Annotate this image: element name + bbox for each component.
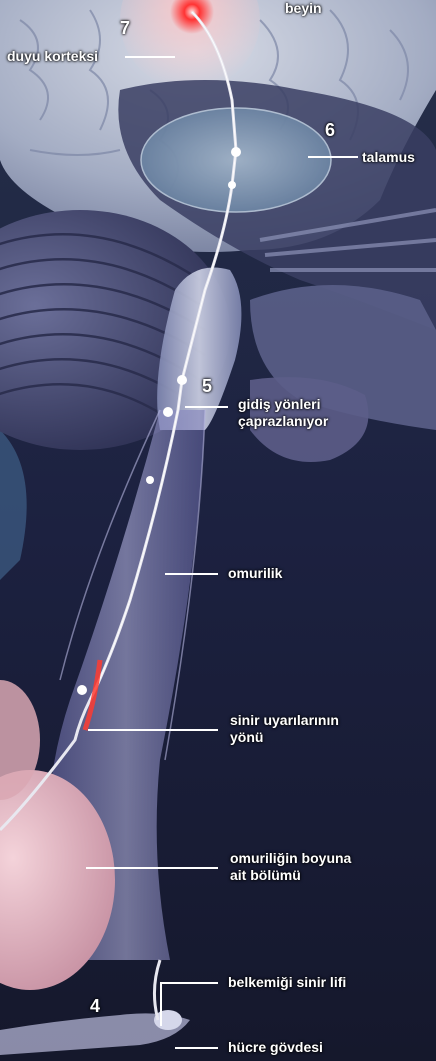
label-hucre-govdesi: hücre gövdesi: [228, 1039, 323, 1056]
step-number-5: 5: [202, 376, 212, 397]
label-boyun-line-1: omuriliğin boyuna: [230, 850, 420, 867]
leader-sinir-uyarilari: [88, 729, 218, 731]
step-number-7: 7: [120, 18, 130, 39]
label-sinir-line-1: sinir uyarılarının: [230, 712, 410, 729]
label-sinir-line-2: yönü: [230, 729, 410, 746]
label-sinir-uyarilari: sinir uyarılarının yönü: [230, 712, 410, 746]
synapse-node: [77, 685, 87, 695]
label-omurilik: omurilik: [228, 565, 282, 582]
label-belkemigi-sinir-lifi: belkemiği sinir lifi: [228, 974, 346, 991]
leader-gidis-yonleri: [185, 406, 228, 408]
cell-body: [154, 1010, 182, 1030]
label-beyin: beyin: [285, 0, 322, 17]
label-boyun-line-2: ait bölümü: [230, 867, 420, 884]
leader-omurilik-boyun: [86, 867, 218, 869]
label-talamus: talamus: [362, 149, 415, 166]
label-duyu-korteksi: duyu korteksi: [7, 48, 98, 65]
leader-belkemigi: [160, 982, 218, 984]
leader-omurilik: [165, 573, 218, 575]
leader-duyu-korteksi: [125, 56, 175, 58]
label-gidis-yonleri: gidiş yönleri çaprazlanıyor: [238, 396, 398, 430]
synapse-node: [163, 407, 173, 417]
leader-hucre-govdesi: [175, 1047, 218, 1049]
synapse-node: [228, 181, 236, 189]
label-omurilik-boyun: omuriliğin boyuna ait bölümü: [230, 850, 420, 884]
synapse-node: [177, 375, 187, 385]
step-number-6: 6: [325, 120, 335, 141]
step-number-4: 4: [90, 996, 100, 1017]
leader-belkemigi-vertical: [160, 982, 162, 1026]
leader-talamus: [308, 156, 358, 158]
label-gidis-line-2: çaprazlanıyor: [238, 413, 398, 430]
synapse-node: [231, 147, 241, 157]
synapse-node: [146, 476, 154, 484]
label-gidis-line-1: gidiş yönleri: [238, 396, 398, 413]
